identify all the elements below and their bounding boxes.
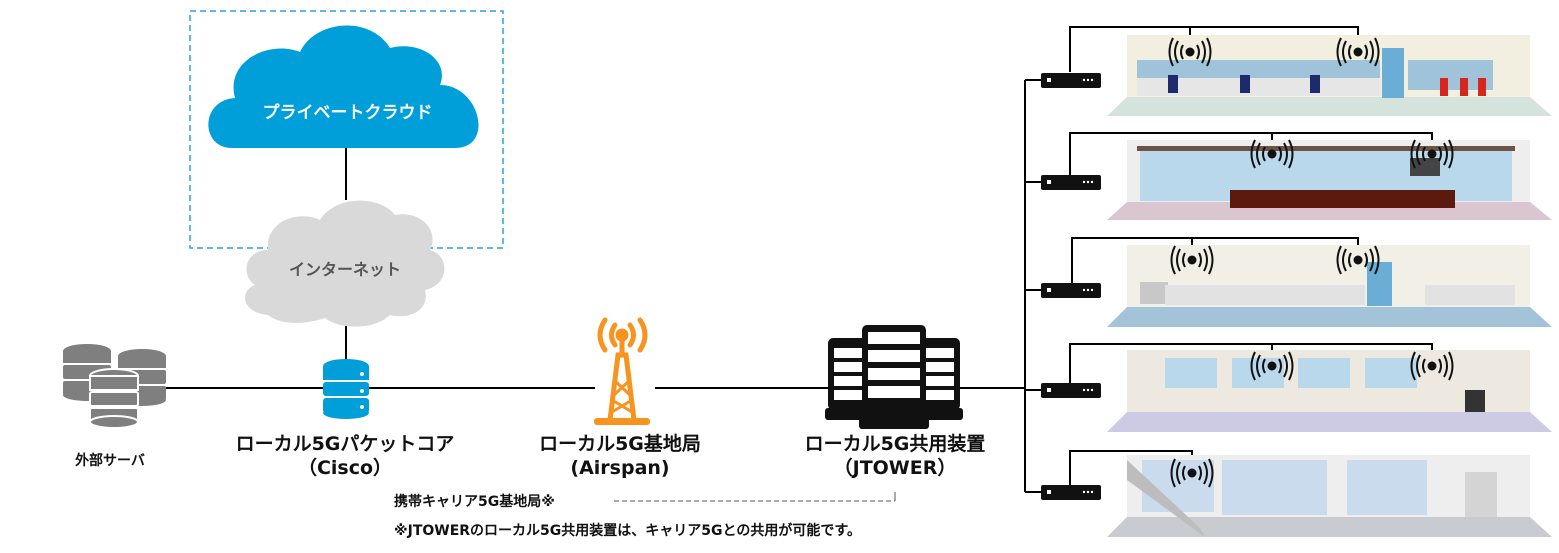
local-5g-boundary — [189, 10, 504, 249]
shared-equipment-label-line2: （JTOWER） — [833, 457, 957, 479]
floor-scene-office-1 — [1107, 35, 1552, 116]
private-cloud-label: プライベートクラウド — [262, 103, 433, 123]
packet-core-label-line1: ローカル5Gパケットコア — [235, 433, 455, 455]
internet-label: インターネット — [288, 260, 401, 279]
footnote: ※JTOWERのローカル5G共用装置は、キャリア5Gとの共用が可能です。 — [394, 523, 861, 539]
internet-cloud-icon — [245, 200, 445, 327]
packet-core-database-icon — [323, 359, 369, 419]
floor-scene-meeting-room — [1107, 140, 1552, 220]
floor-scene-lobby — [1107, 455, 1552, 537]
shared-equipment-server-icon — [825, 325, 963, 429]
shared-equipment-label-line1: ローカル5G共用装置 — [804, 433, 986, 455]
base-station-label-line1: ローカル5G基地局 — [539, 433, 701, 455]
external-server-icon — [63, 344, 166, 429]
base-station-label-line2: (Airspan) — [570, 457, 670, 479]
private-cloud-icon — [208, 25, 479, 149]
wireless-antenna-icons — [1168, 37, 1454, 488]
floor-network — [1025, 26, 1552, 537]
floor-scene-office-3 — [1107, 350, 1552, 432]
packet-core-label-line2: （Cisco） — [297, 457, 393, 479]
base-station-tower-icon — [594, 317, 650, 425]
carrier-base-station-note: 携帯キャリア5G基地局※ — [394, 494, 555, 510]
external-server-label: 外部サーバ — [75, 453, 145, 469]
floor-scene-office-2 — [1107, 245, 1552, 327]
